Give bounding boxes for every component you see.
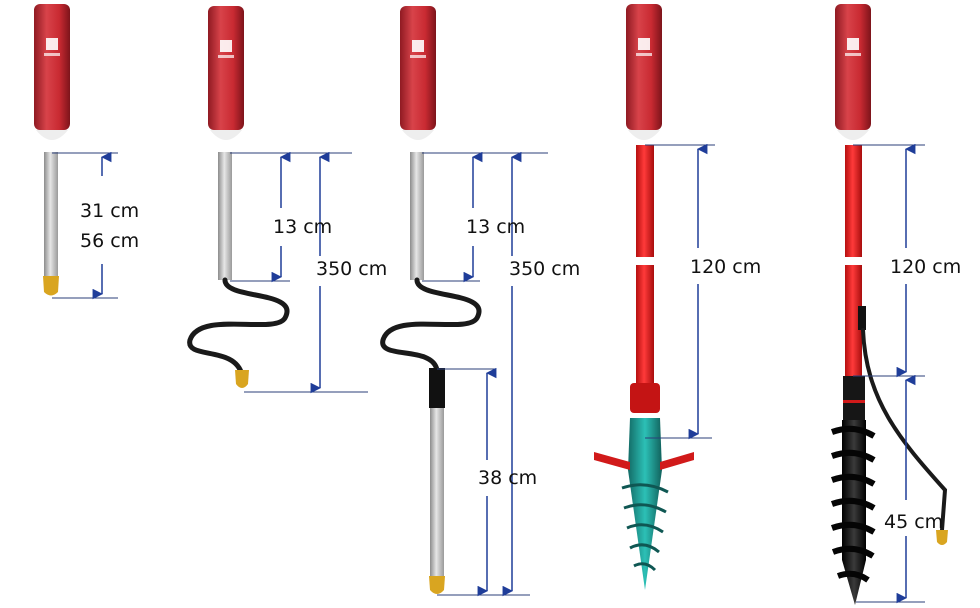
probe-4: 120 cm [594, 4, 761, 590]
sensor-housing-icon [208, 6, 244, 140]
probe-rod [44, 152, 58, 278]
auger-collar [843, 376, 865, 420]
dim-label-31cm: 31 cm [80, 200, 139, 222]
cable-clip [858, 306, 866, 330]
sensor-housing-icon [34, 4, 70, 140]
mast-segment [845, 145, 862, 257]
probe-tip-icon [235, 370, 249, 388]
dim-label-13cm: 13 cm [273, 216, 332, 238]
sensor-housing-icon [835, 4, 871, 140]
probe-3: 13 cm 350 cm 38 cm [380, 6, 580, 597]
mast-segment [636, 145, 654, 257]
ground-screw-icon [842, 420, 866, 605]
sheath-cap [429, 368, 445, 408]
dim-label-350cm: 350 cm [316, 258, 387, 280]
probe-cable [861, 328, 948, 532]
probe-rod [218, 152, 232, 280]
probe-cable [380, 277, 482, 373]
probe-tip-icon [936, 530, 948, 545]
auger-stripe [843, 400, 865, 403]
dim-label-350cm: 350 cm [509, 258, 580, 280]
sensor-housing-icon [400, 6, 436, 140]
dim-label-56cm: 56 cm [80, 230, 139, 252]
probe-2: 13 cm 350 cm [187, 6, 387, 394]
probe-cable [187, 277, 290, 378]
sensor-housing-icon [626, 4, 662, 140]
dim-label-13cm: 13 cm [466, 216, 525, 238]
probe-5: 120 cm 45 cm [830, 4, 961, 605]
dim-label-45cm: 45 cm [884, 511, 943, 533]
mast-segment [636, 265, 654, 383]
screw-handle [660, 452, 694, 470]
probe-tip-icon [43, 276, 59, 296]
dim-label-120cm: 120 cm [890, 256, 961, 278]
dim-label-38cm: 38 cm [478, 467, 537, 489]
mast-clamp [630, 383, 660, 413]
mast-segment [845, 265, 862, 377]
probe-1: 31 cm 56 cm [34, 4, 139, 300]
screw-thread [621, 483, 669, 572]
probe-sheath [430, 408, 444, 578]
screw-thread [830, 425, 876, 583]
probe-rod [410, 152, 424, 280]
dim-label-120cm: 120 cm [690, 256, 761, 278]
probe-tip-icon [429, 576, 445, 594]
screw-handle [594, 452, 630, 470]
